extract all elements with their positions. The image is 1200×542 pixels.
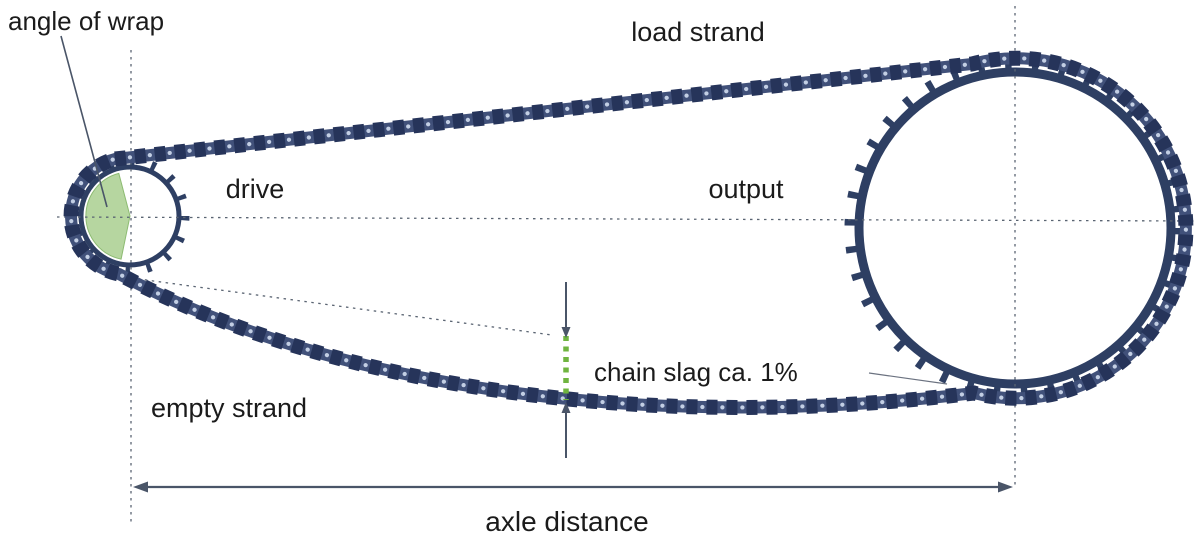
chain (63, 50, 1194, 415)
drive-sprocket-rim (78, 164, 182, 268)
labels: angle of wrap load strand drive output e… (8, 6, 798, 537)
label-output: output (708, 174, 784, 204)
construction-lines (56, 6, 1196, 525)
sag-arrow-upper-head (561, 327, 571, 338)
label-empty-strand: empty strand (151, 393, 307, 423)
chain-sag-indicator (561, 282, 948, 458)
chain-slag-leader-line (868, 372, 948, 385)
label-angle-of-wrap: angle of wrap (8, 6, 164, 36)
chain-pins (68, 56, 1188, 410)
axle-distance-left-arrowhead (133, 481, 148, 493)
label-axle-distance: axle distance (485, 506, 648, 537)
axle-distance-dimension (133, 481, 1013, 493)
taut-chain-reference-line (123, 276, 553, 336)
output-sprocket-body (855, 68, 1175, 388)
label-chain-slag: chain slag ca. 1% (594, 357, 798, 387)
sag-arrow-lower-head (561, 402, 571, 413)
label-drive: drive (226, 174, 285, 204)
angle-of-wrap-leader-line (60, 35, 108, 208)
label-load-strand: load strand (631, 17, 765, 47)
horizontal-centerline (56, 216, 1196, 222)
drive-sprocket-teeth (70, 156, 190, 276)
axle-distance-right-arrowhead (998, 481, 1013, 493)
chain-outer-plates (63, 50, 1194, 415)
